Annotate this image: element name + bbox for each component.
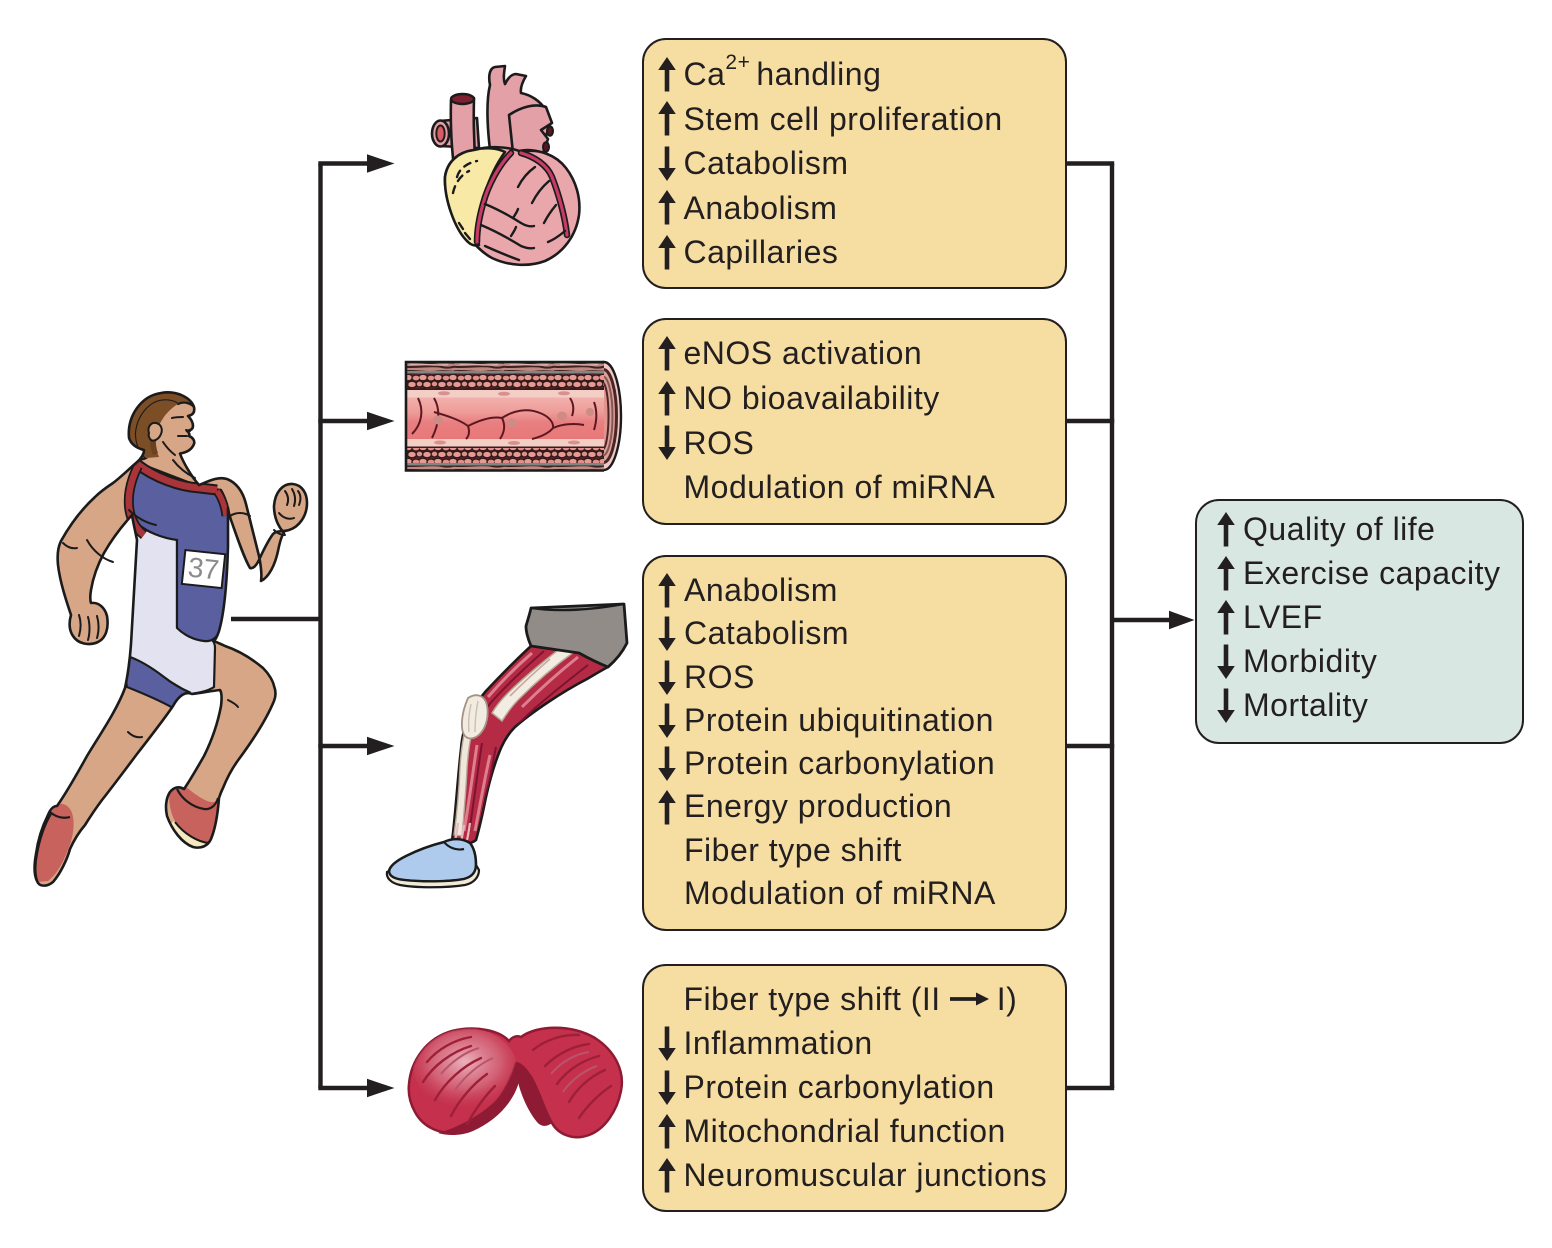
svg-text:37: 37 <box>186 552 220 586</box>
